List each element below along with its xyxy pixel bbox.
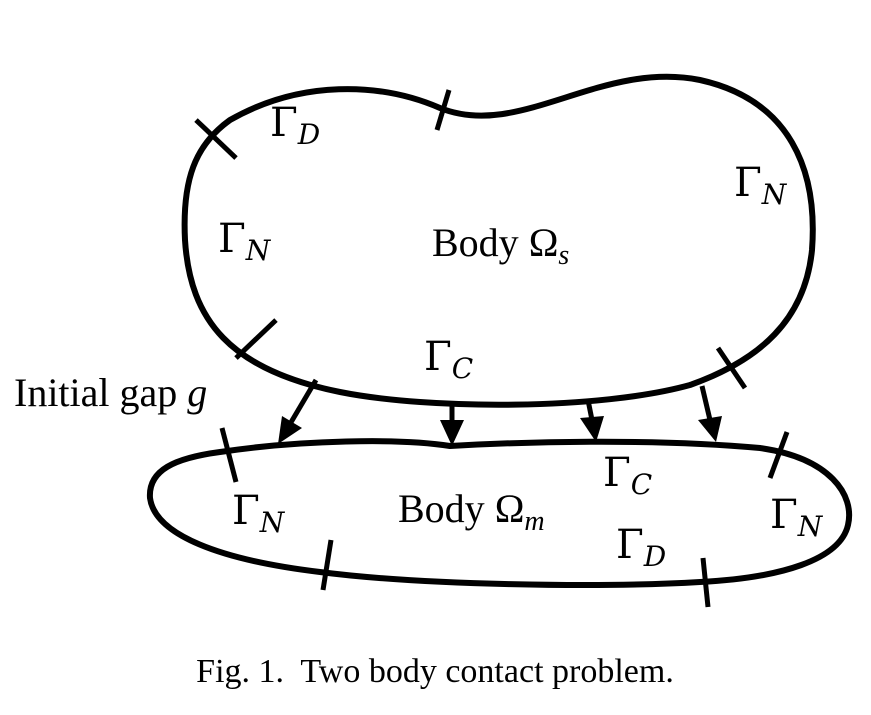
gap-arrow: [698, 385, 722, 442]
body-s-label: Body Ωs: [432, 220, 569, 271]
boundary-tick: [219, 427, 239, 483]
boundary-tick: [700, 557, 711, 608]
gap-arrow: [440, 402, 464, 446]
gamma-c-label-upper: ΓC: [424, 334, 473, 385]
boundary-tick: [194, 118, 238, 160]
gamma-n-label-lower-right: ΓN: [770, 492, 824, 543]
body-m-label: Body Ωm: [398, 486, 545, 537]
initial-gap-label: Initial gap g: [14, 370, 207, 415]
gamma-n-label-upper-right: ΓN: [734, 160, 788, 211]
figure-caption: Fig. 1. Two body contact problem.: [196, 653, 674, 690]
boundary-tick: [715, 346, 748, 390]
gamma-d-label-upper: ΓD: [270, 100, 320, 151]
gamma-n-label-lower-left: ΓN: [232, 488, 286, 539]
gamma-n-label-upper-left: ΓN: [218, 216, 272, 267]
boundary-tick: [767, 431, 790, 479]
gamma-c-label-lower: ΓC: [603, 450, 652, 501]
boundary-tick: [234, 318, 278, 360]
body-s-outline: [181, 73, 816, 408]
gap-arrow: [278, 378, 319, 444]
boundary-tick: [320, 539, 334, 591]
body-m-outline: [146, 438, 853, 588]
gamma-d-label-lower: ΓD: [616, 522, 666, 573]
boundary-tick: [434, 89, 452, 131]
gap-arrow: [580, 399, 604, 442]
